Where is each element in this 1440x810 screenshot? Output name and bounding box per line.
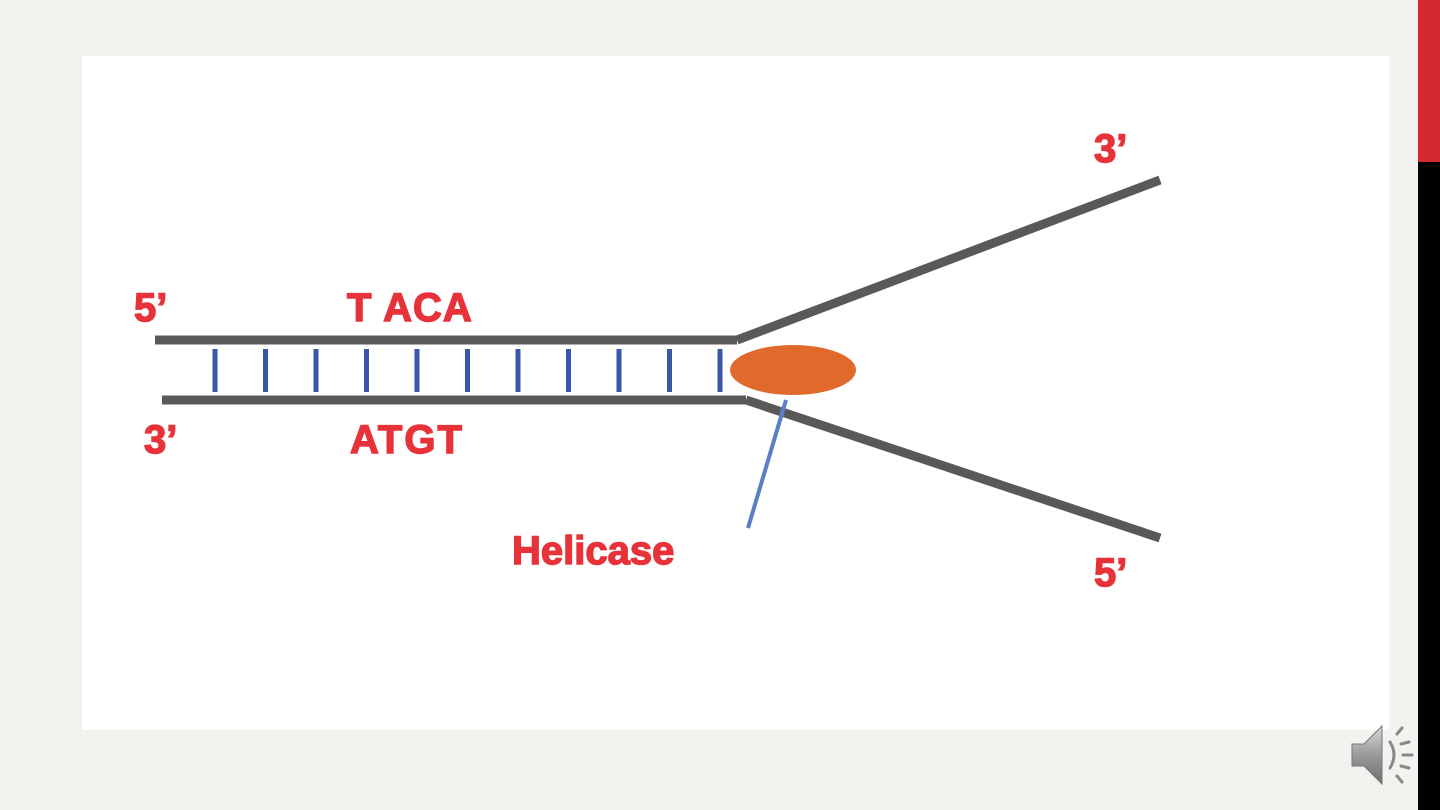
helicase-label: Helicase bbox=[512, 529, 674, 573]
speaker-audio-icon[interactable] bbox=[1348, 720, 1420, 790]
fork-top-end-label: 3’ bbox=[1094, 127, 1127, 171]
fork-bottom-end-label: 5’ bbox=[1094, 551, 1127, 595]
fork-bottom-strand bbox=[744, 395, 1162, 543]
dna-fork-diagram: 5’ 3’ T ACA ATGT 3’ 5’ Helicase bbox=[133, 126, 1162, 596]
helicase-pointer bbox=[746, 399, 788, 529]
top-sequence-label: T ACA bbox=[347, 286, 473, 330]
left-top-end-label: 5’ bbox=[134, 286, 167, 330]
fork-top-strand bbox=[735, 175, 1162, 345]
accent-bar-red bbox=[1418, 0, 1440, 162]
accent-bar-black bbox=[1418, 162, 1440, 810]
helicase-enzyme bbox=[730, 345, 856, 395]
bottom-sequence-label: ATGT bbox=[350, 418, 464, 462]
left-bottom-end-label: 3’ bbox=[144, 418, 177, 462]
dna-replication-figure: 5’ 3’ T ACA ATGT 3’ 5’ Helicase bbox=[82, 56, 1389, 730]
base-pairs bbox=[212, 349, 723, 392]
